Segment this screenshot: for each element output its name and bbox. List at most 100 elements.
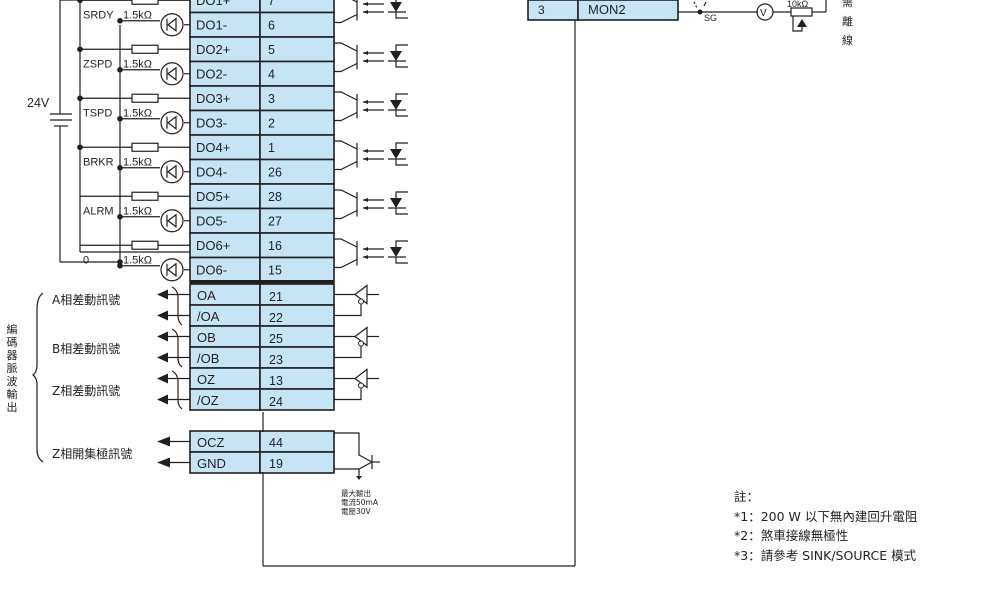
resistor-value: 1.5kΩ xyxy=(123,9,152,21)
led-wires xyxy=(388,44,408,68)
signal-label: SRDY xyxy=(83,9,114,21)
terminal-name: OZ xyxy=(197,372,215,387)
terminal-pin: 5 xyxy=(268,43,275,57)
resistor-icon xyxy=(131,191,159,201)
led-wires xyxy=(388,0,408,19)
group-label-char: 波 xyxy=(6,375,18,388)
arrowhead xyxy=(363,149,368,153)
note-item: *2：煞車接線無極性 xyxy=(734,528,849,543)
diode-glyph xyxy=(166,262,177,277)
terminal-pin-cell xyxy=(259,60,335,87)
spec-line: 最大輸出 xyxy=(341,489,371,498)
junction-dot xyxy=(117,259,123,265)
diode-glyph xyxy=(166,164,177,179)
terminal-pin: 6 xyxy=(268,19,275,33)
sg-node xyxy=(697,9,703,15)
diode-icon xyxy=(160,209,184,233)
arrowhead xyxy=(363,100,368,104)
mon2-name: MON2 xyxy=(588,2,626,17)
diode-glyph xyxy=(166,115,177,130)
arrow-left-icon xyxy=(157,331,168,342)
terminal-pin: 15 xyxy=(268,264,282,278)
signal-label: BRKR xyxy=(83,156,114,168)
terminal-pin: 28 xyxy=(268,190,282,204)
group-label-char: 輸 xyxy=(6,388,18,401)
phototransistor-icon xyxy=(334,189,358,220)
arrowhead xyxy=(363,198,368,202)
terminal-pin-cell xyxy=(259,256,335,283)
diode-icon xyxy=(160,111,184,135)
diode-icon xyxy=(160,258,184,282)
terminal-name: DO4+ xyxy=(196,140,230,155)
phase-z-label: Z相差動訊號 xyxy=(52,384,121,398)
led-wires xyxy=(388,142,408,166)
led-icon xyxy=(390,198,402,208)
terminal-pin: 22 xyxy=(269,311,283,325)
terminal-pin: 44 xyxy=(269,436,283,450)
arrowhead xyxy=(363,108,368,112)
led-icon xyxy=(390,149,402,159)
resistor-icon xyxy=(131,240,159,250)
digital-output-terminal-table: DO1+7DO1-6DO2+5DO2-4DO3+3DO3-2DO4+1DO4-2… xyxy=(189,0,335,283)
terminal-name: /OA xyxy=(197,309,220,324)
resistor-icon xyxy=(131,93,159,103)
group-label-char: 脈 xyxy=(6,362,18,375)
group-label-char: 出 xyxy=(6,401,18,414)
phase-z-open-collector-label: Z相開集極訊號 xyxy=(52,447,133,461)
output-spec: 最大輸出 電流50mA 電壓30V xyxy=(341,489,378,516)
phase-b-label: B相差動訊號 xyxy=(52,342,121,356)
signal-label: TSPD xyxy=(83,107,112,119)
arrowhead xyxy=(363,2,368,6)
terminal-name: DO3- xyxy=(196,116,227,131)
diode-glyph xyxy=(166,213,177,228)
line-driver-symbols xyxy=(334,284,379,401)
resistor-icon xyxy=(131,44,159,54)
terminal-pin: 19 xyxy=(269,457,283,471)
inverter-bubble xyxy=(358,298,364,305)
terminal-name: OB xyxy=(197,330,216,345)
arrow-left-icon xyxy=(157,436,170,447)
terminal-pin: 4 xyxy=(268,68,275,82)
encoder-output-arrows xyxy=(157,286,190,410)
led-icon xyxy=(390,2,402,12)
terminal-name: DO2- xyxy=(196,67,227,82)
terminal-name-cell xyxy=(189,134,261,161)
voltmeter-label: V xyxy=(760,8,767,19)
terminal-name: DO6- xyxy=(196,263,227,278)
optocoupler-symbols xyxy=(334,0,408,269)
terminal-name-cell xyxy=(189,183,261,210)
spec-line: 電流50mA xyxy=(341,498,378,507)
terminal-name: DO4- xyxy=(196,165,227,180)
terminal-name: OA xyxy=(197,288,216,303)
arrow-left-icon xyxy=(157,289,168,300)
arrowhead xyxy=(363,59,368,63)
mon2-pin: 3 xyxy=(538,3,545,17)
terminal-pin-cell xyxy=(259,158,335,185)
potentiometer-label: 10kΩ xyxy=(787,0,809,9)
terminal-pin-cell xyxy=(259,36,335,63)
resistor-value: 1.5kΩ xyxy=(123,156,152,168)
terminal-name: DO1+ xyxy=(196,0,230,8)
analog-monitor-terminal: 3 MON2 SG V 10kΩ xyxy=(527,0,827,32)
terminal-pin: 13 xyxy=(269,374,283,388)
terminal-name: DO2+ xyxy=(196,42,230,57)
terminal-name: OCZ xyxy=(197,435,225,450)
phase-a-label: A相差動訊號 xyxy=(52,293,121,307)
analog-note-char: 需 xyxy=(842,0,853,9)
terminal-pin: 7 xyxy=(268,0,275,8)
diode-icon xyxy=(160,13,184,37)
arrowhead xyxy=(363,255,368,259)
resistor-value: 1.5kΩ xyxy=(123,58,152,70)
signal-label: ALRM xyxy=(83,205,114,217)
twisted-pair-icon xyxy=(171,286,183,326)
arrow-left-icon xyxy=(157,457,170,468)
terminal-name: /OB xyxy=(197,351,219,366)
terminal-pin: 24 xyxy=(269,395,283,409)
open-collector-transistor xyxy=(334,432,380,480)
terminal-pin: 25 xyxy=(269,332,283,346)
terminal-pin: 1 xyxy=(268,141,275,155)
arrowhead xyxy=(363,247,368,251)
